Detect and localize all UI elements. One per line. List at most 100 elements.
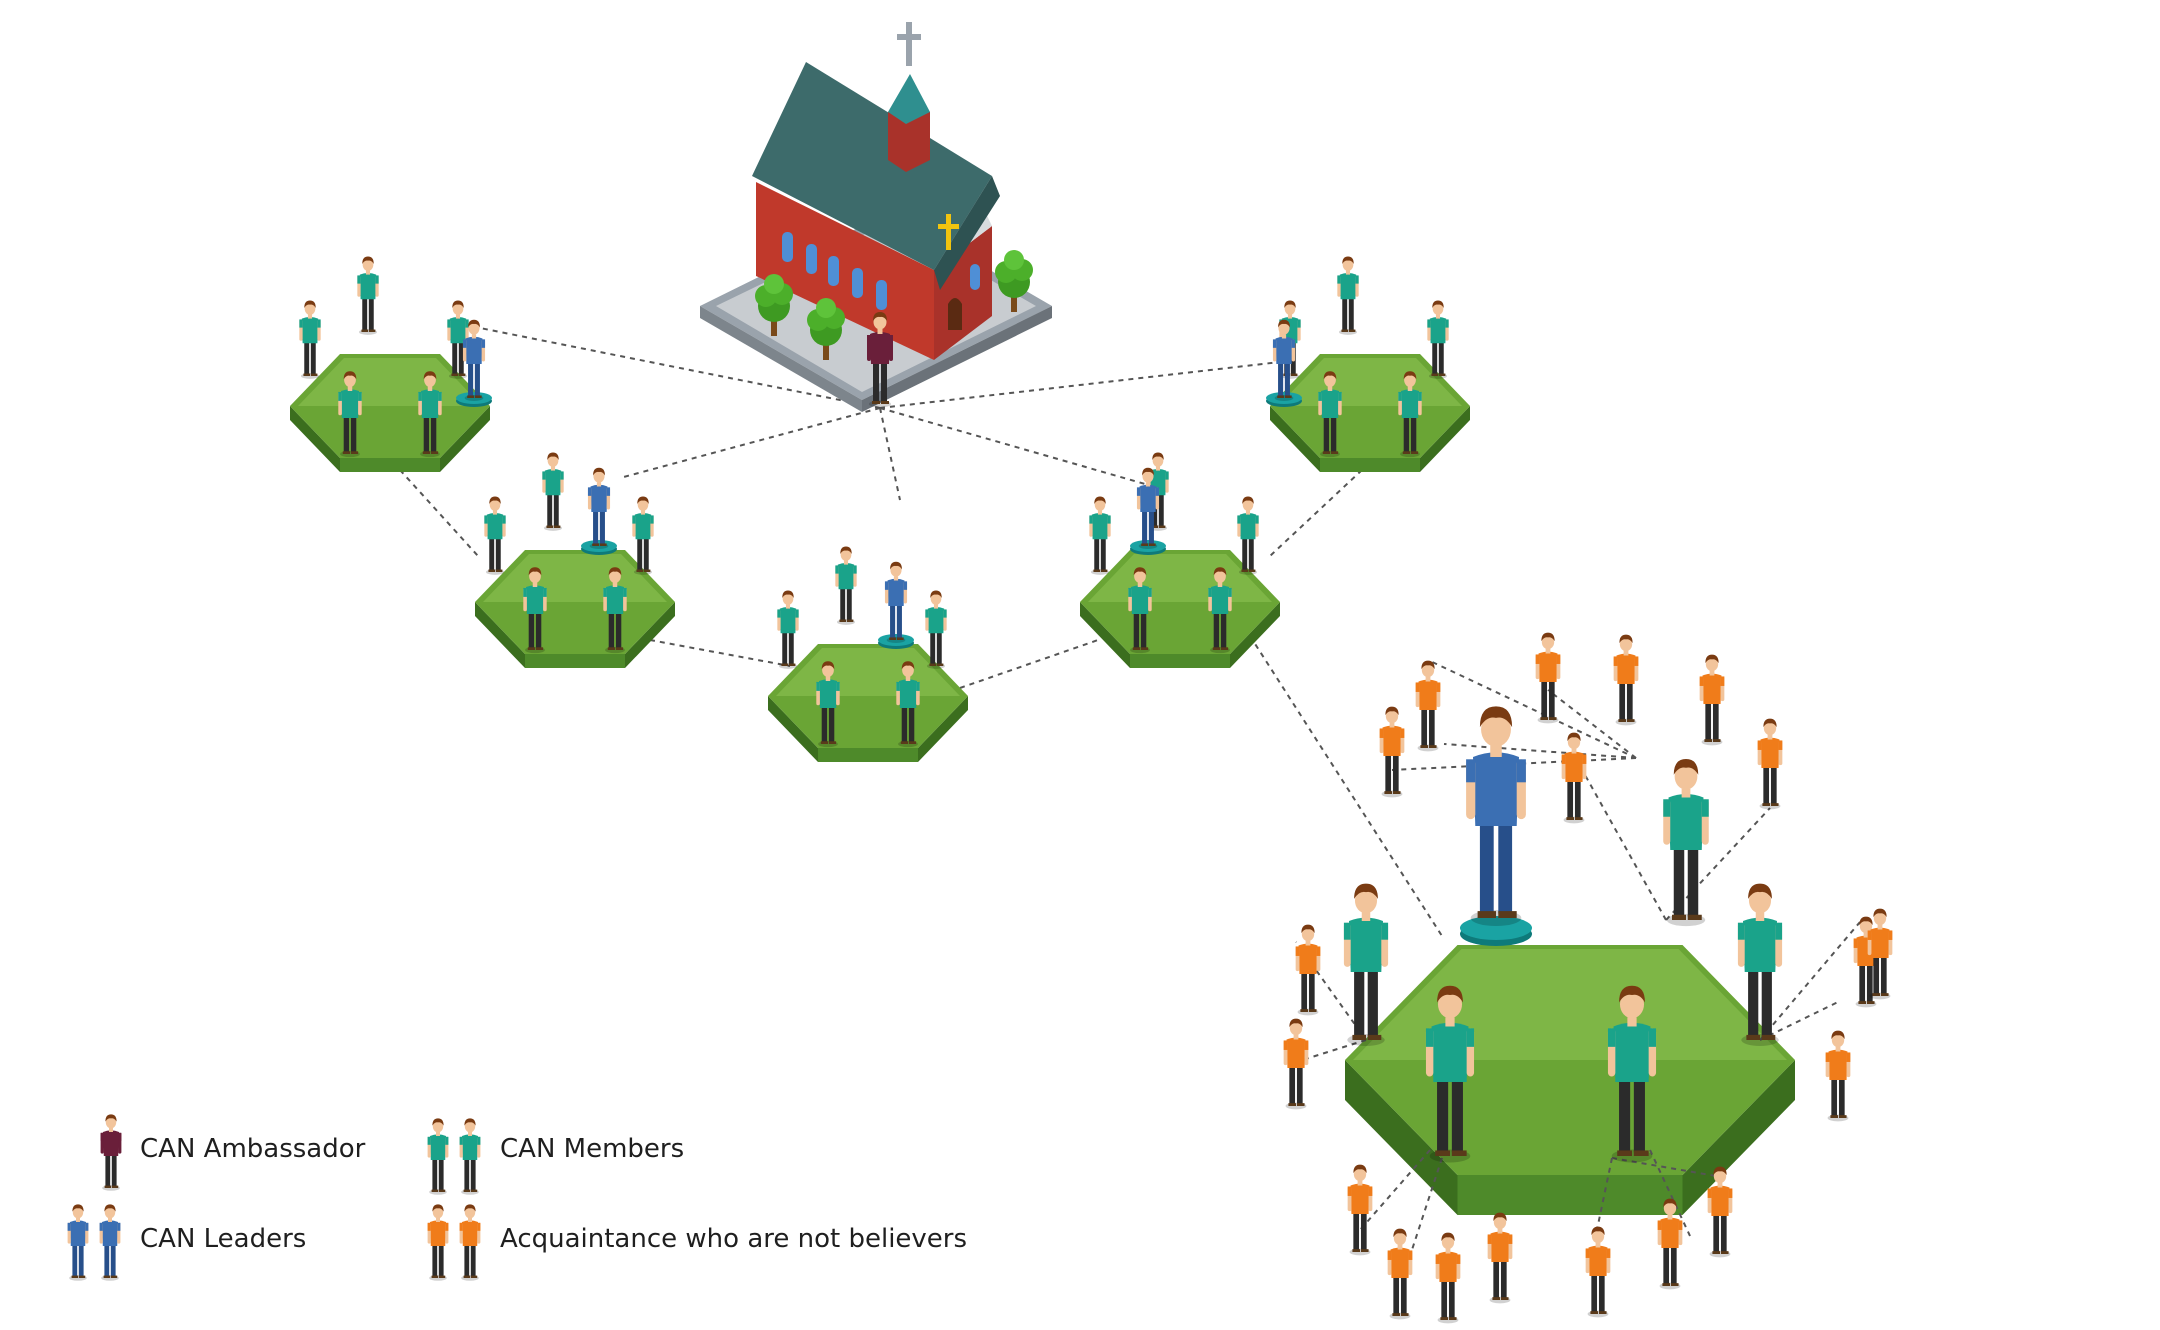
leader-person-icon xyxy=(884,561,908,643)
group-platform-2 xyxy=(475,550,675,668)
member-person-icon xyxy=(1208,567,1232,654)
expanded-group-platform xyxy=(1345,945,1795,1215)
acquaintance-person-icon xyxy=(1825,1030,1851,1122)
expanded-group xyxy=(1283,632,1893,1324)
acquaintance-person-icon xyxy=(1487,1212,1513,1304)
member-person-icon xyxy=(1337,256,1359,335)
window-icon xyxy=(876,280,887,310)
member-person-icon xyxy=(1398,371,1422,458)
acquaintance-person-icon xyxy=(1415,660,1441,752)
connector-line xyxy=(1249,635,1443,937)
member-person-icon xyxy=(1237,496,1259,575)
acquaintance-person-icon xyxy=(1657,1198,1683,1290)
tree-icon xyxy=(755,274,793,336)
leaders-legend-icon xyxy=(67,1204,121,1281)
member-person-icon xyxy=(418,371,442,458)
acquaintance-person-icon xyxy=(1379,706,1405,798)
group-platforms xyxy=(290,256,1470,762)
acquaintance-person-icon xyxy=(1707,1166,1733,1258)
window-icon xyxy=(806,244,817,274)
acquaintance-person-icon xyxy=(1347,1164,1373,1256)
door-icon xyxy=(948,298,962,330)
member-person-icon xyxy=(357,256,379,335)
connector-line xyxy=(399,469,479,557)
window-icon xyxy=(828,256,839,286)
acquaintance-person-icon xyxy=(1585,1226,1611,1318)
member-person-icon xyxy=(777,590,799,669)
leader-person-icon xyxy=(67,1204,89,1281)
member-person-icon xyxy=(427,1118,449,1195)
leader-person-icon xyxy=(1272,319,1296,401)
acquaintance-person-icon xyxy=(1387,1228,1413,1320)
member-person-icon xyxy=(1343,883,1389,1046)
legend-members-label: CAN Members xyxy=(500,1134,685,1164)
member-person-icon xyxy=(1427,300,1449,379)
member-person-icon xyxy=(1663,759,1709,927)
leader-person-icon xyxy=(1136,467,1160,549)
acquaintance-person-icon xyxy=(1699,654,1725,746)
member-person-icon xyxy=(338,371,362,458)
connector-line xyxy=(1611,1157,1717,1177)
cross-icon xyxy=(946,214,951,250)
member-person-icon xyxy=(1318,371,1342,458)
acquaintance-person-icon xyxy=(1535,632,1561,724)
connector-line xyxy=(1579,765,1667,921)
members-legend-icon xyxy=(427,1118,481,1195)
window-icon xyxy=(852,268,863,298)
member-person-icon xyxy=(816,661,840,748)
leader-person-icon xyxy=(99,1204,121,1281)
member-person-icon xyxy=(1607,985,1657,1163)
connector-line xyxy=(1359,1149,1431,1231)
connector-line xyxy=(879,361,1281,409)
acquaintance-person-icon xyxy=(1867,908,1893,1000)
member-person-icon xyxy=(1089,496,1111,575)
member-person-icon xyxy=(835,546,857,625)
legend-ambassador-label: CAN Ambassador xyxy=(140,1134,366,1164)
member-person-icon xyxy=(1128,567,1152,654)
leader-person-icon xyxy=(462,319,486,401)
member-person-icon xyxy=(896,661,920,748)
ambassador-person-icon xyxy=(100,1114,122,1191)
window-icon xyxy=(782,232,793,262)
acquaintance-person-icon xyxy=(1853,916,1879,1008)
spire-cross-icon xyxy=(906,22,912,66)
connector-line xyxy=(1427,659,1637,759)
church-icon xyxy=(700,22,1052,412)
member-person-icon xyxy=(925,590,947,669)
acquaintance-person-icon xyxy=(1435,1232,1461,1324)
connector-line xyxy=(649,639,791,667)
pedestal-icon xyxy=(1266,392,1302,407)
ambassador-person-icon xyxy=(867,312,893,408)
expanded-leader-person-icon xyxy=(1466,706,1526,927)
acquaintance-person-icon xyxy=(1757,718,1783,810)
member-person-icon xyxy=(484,496,506,575)
legend-leaders-label: CAN Leaders xyxy=(140,1224,307,1254)
member-person-icon xyxy=(1425,985,1475,1163)
connector-line xyxy=(1269,469,1363,557)
connector-line xyxy=(959,639,1099,689)
pedestal-icon xyxy=(581,540,617,555)
leader-person-icon xyxy=(587,467,611,549)
pedestal-icon xyxy=(456,392,492,407)
acquaintances-legend-icon xyxy=(427,1204,481,1281)
member-person-icon xyxy=(299,300,321,379)
pedestal-icon xyxy=(1130,540,1166,555)
connector-line xyxy=(1407,1157,1443,1263)
acquaintance-person-icon xyxy=(1283,1018,1309,1110)
connector-line xyxy=(879,407,901,501)
member-person-icon xyxy=(1737,883,1783,1046)
acquaintance-person-icon xyxy=(459,1204,481,1281)
connector-lines xyxy=(399,325,1443,937)
connector-line xyxy=(1443,743,1637,759)
acquaintance-person-icon xyxy=(1613,634,1639,726)
acquaintance-person-icon xyxy=(427,1204,449,1281)
connector-line xyxy=(619,407,881,479)
member-person-icon xyxy=(447,300,469,379)
connector-line xyxy=(1547,689,1637,759)
member-person-icon xyxy=(523,567,547,654)
acquaintance-person-icon xyxy=(1295,924,1321,1016)
tree-icon xyxy=(807,298,845,360)
legend-acquaintances-label: Acquaintance who are not believers xyxy=(500,1224,968,1254)
tree-icon xyxy=(995,250,1033,312)
